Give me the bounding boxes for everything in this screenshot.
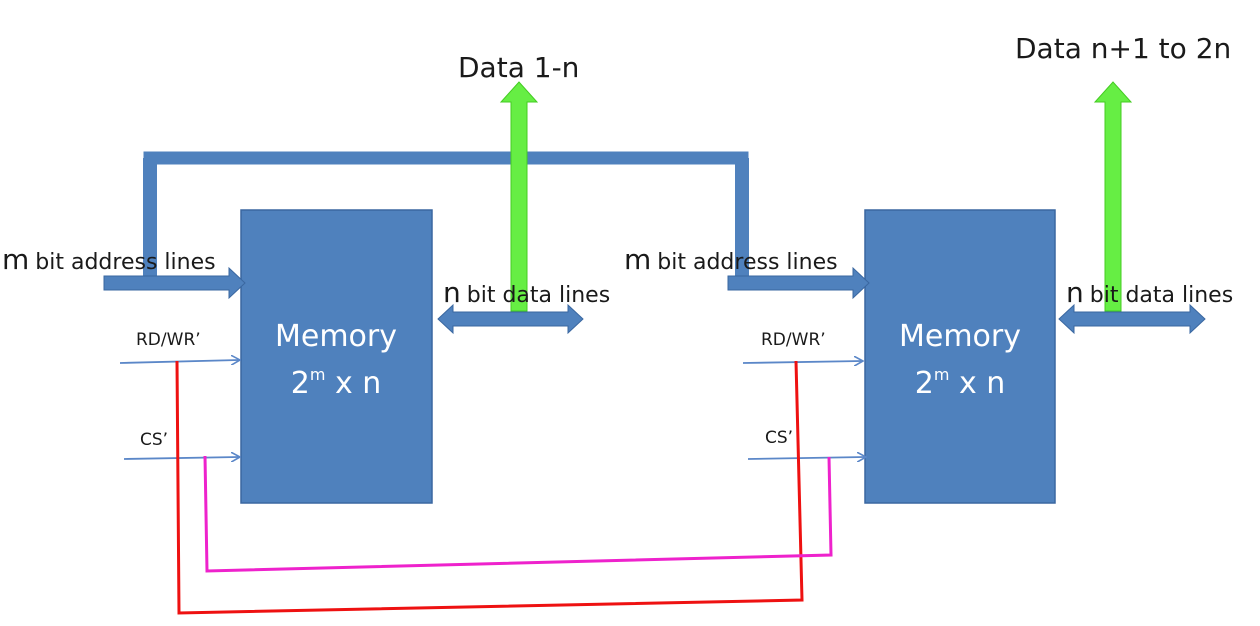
memory-block-2-size-exponent: m xyxy=(934,365,950,384)
data-bus-arrow-1 xyxy=(437,303,584,335)
memory-block-2-size-rest: x n xyxy=(949,366,1005,401)
address-label-1-m: m xyxy=(2,243,29,276)
data-lines-label-1-n: n xyxy=(443,276,461,309)
address-arrow-2 xyxy=(727,266,870,300)
cs-shared-wire xyxy=(203,455,833,573)
rdwr-signal-arrow-1 xyxy=(119,360,239,363)
memory-block-2-size: 2m x n xyxy=(915,365,1006,401)
memory-block-1-size-base: 2 xyxy=(291,366,310,401)
cs-label-2: CS’ xyxy=(765,428,793,448)
address-bus-drop-right xyxy=(735,158,749,282)
rdwr-shared-wire xyxy=(175,360,804,615)
memory-block-2-size-base: 2 xyxy=(915,366,934,401)
memory-block-1 xyxy=(240,209,433,504)
memory-block-1-size: 2m x n xyxy=(291,365,382,401)
data-output-label-1: Data 1-n xyxy=(458,51,579,84)
data-lines-label-2-text: bit data lines xyxy=(1090,283,1233,308)
cs-label-1: CS’ xyxy=(140,430,168,450)
rdwr-signal-arrow-2 xyxy=(742,361,862,363)
shared-address-bus xyxy=(143,151,749,168)
data-output-arrow-1 xyxy=(499,81,539,312)
rdwr-label-1: RD/WR’ xyxy=(136,330,201,350)
cs-signal-arrow-2 xyxy=(747,457,865,459)
memory-block-1-size-rest: x n xyxy=(325,366,381,401)
memory-block-2-title: Memory xyxy=(899,319,1021,354)
address-arrow-1 xyxy=(103,266,246,300)
cs-signal-arrow-1 xyxy=(123,457,239,459)
address-label-2-text: bit address lines xyxy=(657,250,837,275)
address-label-2-m: m xyxy=(624,243,651,276)
rdwr-label-2: RD/WR’ xyxy=(761,330,826,350)
memory-block-1-title: Memory xyxy=(275,319,397,354)
data-lines-label-2-n: n xyxy=(1066,276,1084,309)
address-bus-drop-left xyxy=(143,158,157,282)
data-output-arrow-2 xyxy=(1093,81,1133,312)
data-output-label-2: Data n+1 to 2n xyxy=(1015,32,1231,65)
memory-block-1-size-exponent: m xyxy=(310,365,326,384)
memory-block-2 xyxy=(864,209,1056,504)
data-bus-arrow-2 xyxy=(1058,303,1206,335)
address-label-1-text: bit address lines xyxy=(35,250,215,275)
data-lines-label-1-text: bit data lines xyxy=(467,283,610,308)
